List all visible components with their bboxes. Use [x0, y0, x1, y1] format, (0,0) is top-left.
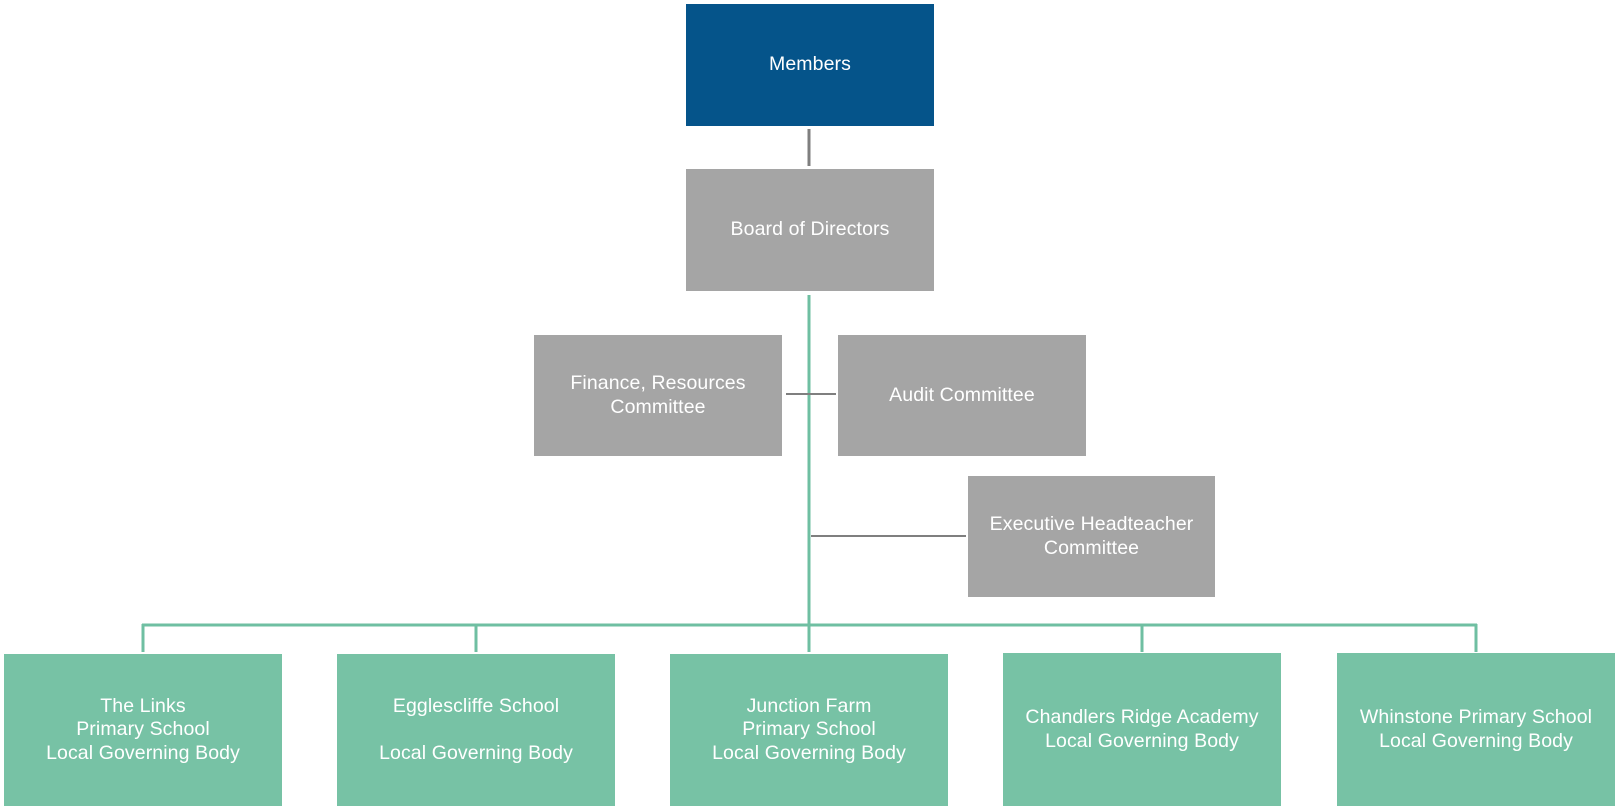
executive-committee-label-line1: Executive Headteacher: [989, 513, 1194, 535]
school-box-whinstone: Whinstone Primary School Local Governing…: [1337, 653, 1615, 806]
school-chandlers-line1: Chandlers Ridge Academy: [1025, 706, 1259, 728]
school-box-chandlers-ridge: Chandlers Ridge Academy Local Governing …: [1003, 653, 1281, 806]
school-egglescliffe-line3: Local Governing Body: [379, 741, 573, 764]
board-of-directors-label: Board of Directors: [730, 218, 890, 241]
school-links-line1: The Links: [100, 694, 186, 717]
school-box-junction-farm: Junction Farm Primary School Local Gover…: [670, 654, 948, 806]
school-links-line3: Local Governing Body: [46, 741, 240, 764]
finance-committee-label-line1: Finance, Resources: [570, 372, 746, 394]
members-label: Members: [769, 53, 851, 76]
executive-headteacher-committee-box: Executive Headteacher Committee: [968, 476, 1215, 597]
executive-committee-label-line2: Committee: [1043, 536, 1140, 559]
school-box-the-links: The Links Primary School Local Governing…: [4, 654, 282, 806]
members-box: Members: [686, 4, 934, 126]
school-junction-line2: Primary School: [742, 718, 876, 741]
school-box-egglescliffe: Egglescliffe School Local Governing Body: [337, 654, 615, 806]
finance-committee-label-line2: Committee: [610, 395, 706, 418]
board-of-directors-box: Board of Directors: [686, 169, 934, 291]
audit-committee-box: Audit Committee: [838, 335, 1086, 456]
finance-resources-committee-box: Finance, Resources Committee: [534, 335, 782, 456]
school-junction-line3: Local Governing Body: [712, 741, 906, 764]
school-junction-line1: Junction Farm: [746, 694, 872, 717]
school-links-line2: Primary School: [76, 718, 210, 741]
school-chandlers-line2: Local Governing Body: [1045, 729, 1239, 752]
school-egglescliffe-line1: Egglescliffe School: [392, 694, 560, 717]
audit-committee-label: Audit Committee: [889, 383, 1035, 406]
school-whinstone-line2: Local Governing Body: [1379, 729, 1573, 752]
school-whinstone-line1: Whinstone Primary School: [1359, 706, 1593, 728]
